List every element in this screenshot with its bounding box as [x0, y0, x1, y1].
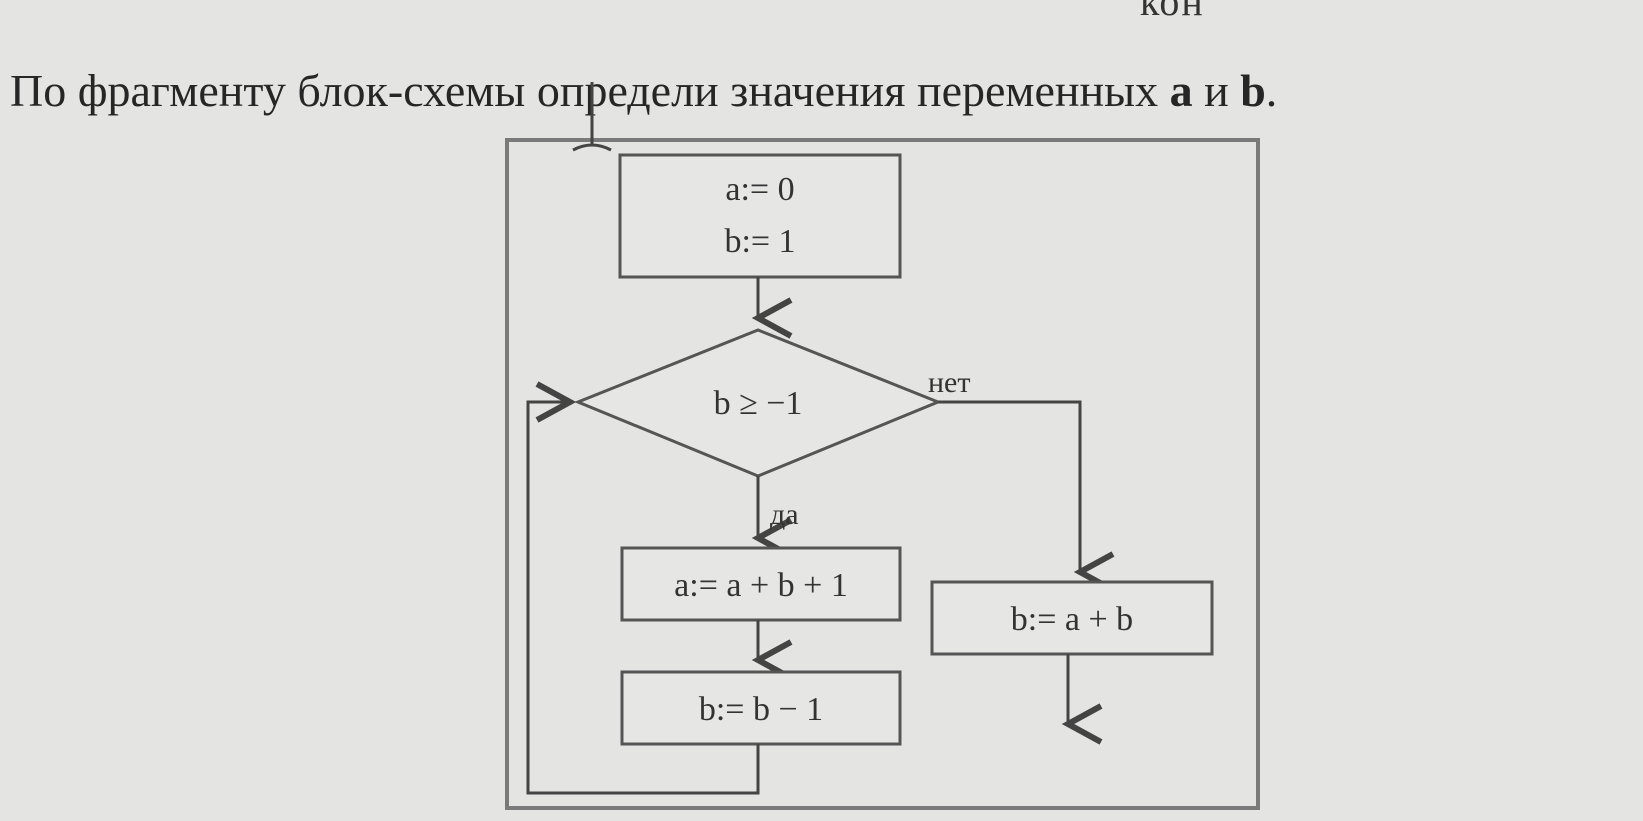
- result-block: [930, 580, 1214, 656]
- init-line-b: b:= 1: [724, 223, 795, 260]
- task-statement: По фрагменту блок-схемы определи значени…: [10, 64, 1277, 117]
- variable-a: a: [1169, 65, 1193, 116]
- task-period: .: [1265, 65, 1278, 116]
- step-a-text: a:= a + b + 1: [674, 567, 848, 604]
- variable-b: b: [1240, 65, 1266, 116]
- entry-connector: [572, 143, 612, 152]
- result-text: b:= a + b: [1011, 601, 1133, 638]
- flowchart-frame: [505, 138, 1260, 810]
- cropped-heading-fragment: кон: [1140, 0, 1205, 24]
- loop-back-line: [526, 402, 760, 795]
- step-b-block: [620, 670, 902, 746]
- init-line-a: a:= 0: [725, 171, 794, 208]
- step-b-text: b:= b − 1: [699, 691, 823, 728]
- yes-label: да: [770, 498, 799, 531]
- condition-text: b ≥ −1: [714, 385, 803, 422]
- task-conjunction: и: [1204, 65, 1229, 116]
- init-block: [618, 153, 902, 279]
- no-label: нет: [928, 366, 970, 399]
- no-branch-line: [938, 400, 1080, 572]
- step-a-block: [620, 546, 902, 622]
- task-prefix: По фрагменту блок-схемы определи значени…: [10, 65, 1159, 116]
